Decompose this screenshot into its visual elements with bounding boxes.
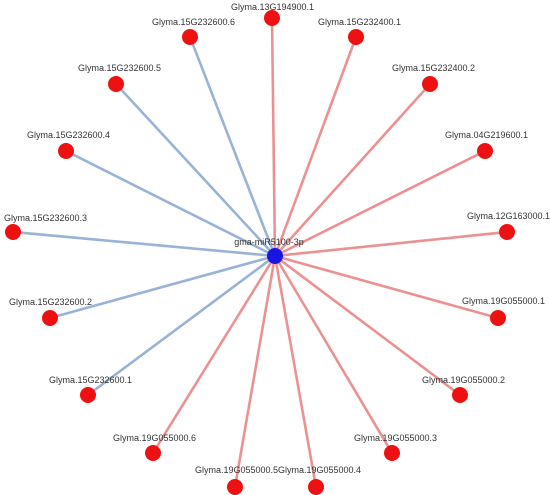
target-node-glyma-19g055000-4[interactable] [308,479,324,495]
edge-glyma-04g219600-1 [279,153,480,255]
target-node-label: Glyma.12G163000.1 [467,211,550,221]
target-node-glyma-15g232600-2[interactable] [42,310,58,326]
target-node-label: Glyma.19G055000.5 [195,465,278,475]
target-node-glyma-19g055000-3[interactable] [384,445,400,461]
target-node-label: Glyma.19G055000.3 [354,433,437,443]
target-node-label: Glyma.15G232600.4 [27,130,110,140]
target-node-label: Glyma.15G232600.5 [78,63,161,73]
target-node-glyma-12g163000-1[interactable] [499,224,515,240]
edge-glyma-15g232600-1 [93,258,271,392]
target-node-glyma-15g232600-4[interactable] [58,143,74,159]
target-node-label: Glyma.13G194900.1 [231,2,314,12]
target-node-label: Glyma.19G055000.1 [462,296,545,306]
edge-glyma-19g055000-4 [274,261,316,481]
target-node-glyma-15g232400-2[interactable] [422,76,438,92]
target-node-glyma-04g219600-1[interactable] [477,143,493,159]
target-node-label: Glyma.15G232600.2 [9,297,92,307]
target-node-label: Glyma.15G232400.2 [392,63,475,73]
edge-glyma-19g055000-1 [280,256,492,318]
target-node-glyma-19g055000-2[interactable] [452,387,468,403]
edge-glyma-15g232600-5 [120,88,272,253]
target-node-glyma-15g232600-1[interactable] [80,387,96,403]
edge-glyma-15g232600-4 [71,153,271,255]
target-node-glyma-15g232600-6[interactable] [182,29,198,45]
target-node-glyma-19g055000-5[interactable] [227,479,243,495]
target-node-label: Glyma.04G219600.1 [445,130,528,140]
edges-layer [19,24,501,481]
edge-glyma-19g055000-3 [277,260,390,448]
target-node-glyma-15g232400-1[interactable] [348,29,364,45]
target-node-label: Glyma.19G055000.2 [422,375,505,385]
edge-glyma-19g055000-6 [155,260,273,448]
center-node-group: gma-miR5100-3p [234,237,304,264]
target-node-label: Glyma.15G232400.1 [318,17,401,27]
edge-glyma-15g232600-2 [56,256,270,318]
edge-glyma-15g232400-2 [278,88,426,253]
target-node-label: Glyma.15G232600.3 [4,213,87,223]
center-node-label: gma-miR5100-3p [234,237,304,247]
edge-glyma-19g055000-2 [279,258,455,392]
edge-glyma-13g194900-1 [270,24,277,251]
target-node-label: Glyma.15G232600.1 [49,375,132,385]
edge-glyma-19g055000-5 [235,261,276,481]
edge-glyma-15g232600-6 [191,43,274,251]
edge-glyma-12g163000-1 [280,231,501,257]
target-node-glyma-15g232600-5[interactable] [108,76,124,92]
target-node-label: Glyma.15G232600.6 [152,17,235,27]
edge-glyma-15g232400-1 [276,43,355,251]
target-node-label: Glyma.19G055000.4 [278,465,361,475]
center-node[interactable] [267,248,283,264]
target-node-glyma-19g055000-1[interactable] [490,310,506,326]
target-node-glyma-13g194900-1[interactable] [264,10,280,26]
target-node-glyma-15g232600-3[interactable] [5,224,21,240]
nodes-layer: Glyma.13G194900.1Glyma.15G232400.1Glyma.… [4,2,550,495]
target-node-label: Glyma.19G055000.6 [113,433,196,443]
target-node-glyma-19g055000-6[interactable] [145,445,161,461]
edge-glyma-15g232600-3 [19,231,270,257]
